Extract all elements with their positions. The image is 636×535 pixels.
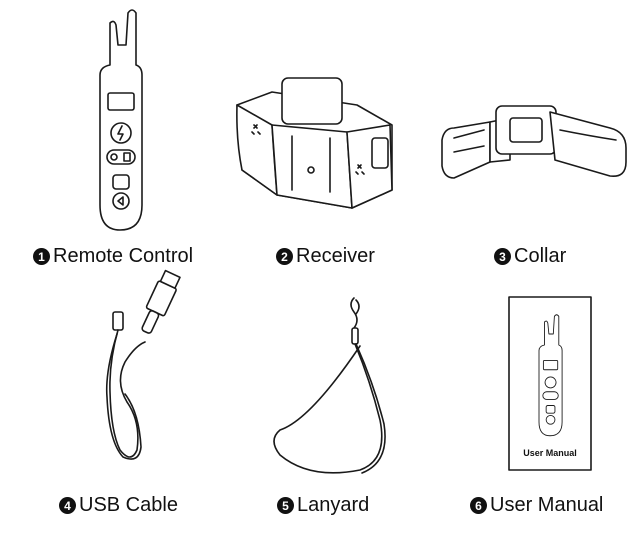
caption-lanyard: 5 Lanyard	[277, 494, 369, 517]
caption-usb-cable: 4 USB Cable	[59, 494, 178, 517]
caption-user-manual: 6 User Manual	[470, 494, 603, 517]
item-label: Lanyard	[297, 494, 370, 516]
manual-cover-text: User Manual	[523, 448, 577, 458]
caption-receiver: 2 Receiver	[276, 245, 375, 268]
number-badge: 2	[276, 248, 293, 265]
item-label: Remote Control	[53, 245, 194, 267]
receiver-illustration	[232, 70, 397, 215]
number-badge: 1	[33, 248, 50, 265]
number-badge: 6	[470, 497, 487, 514]
number-badge: 3	[494, 248, 511, 265]
caption-collar: 3 Collar	[494, 245, 566, 268]
caption-remote-control: 1 Remote Control	[33, 245, 193, 268]
item-label: Collar	[514, 245, 567, 267]
remote-control-illustration	[80, 5, 160, 235]
number-badge: 5	[277, 497, 294, 514]
collar-illustration	[440, 100, 630, 190]
usb-cable-illustration	[95, 269, 181, 467]
lanyard-illustration	[270, 290, 400, 480]
item-label: USB Cable	[79, 494, 178, 516]
item-label: Receiver	[296, 245, 375, 267]
item-label: User Manual	[490, 494, 604, 516]
user-manual-illustration: User Manual	[508, 296, 592, 471]
number-badge: 4	[59, 497, 76, 514]
